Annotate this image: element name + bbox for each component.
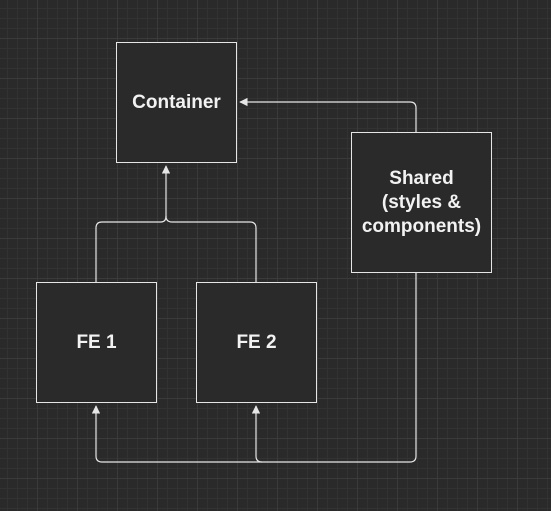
node-shared[interactable]: Shared (styles & components) (351, 132, 492, 273)
edge-fe2-to-container (165, 215, 257, 282)
edge-shared-to-container (239, 97, 417, 132)
edge-shared-to-fe2 (251, 405, 263, 463)
edge-shared-to-fe1 (91, 273, 417, 463)
node-shared-label: Shared (styles & components) (361, 167, 482, 237)
edge-fe1-to-container (95, 165, 171, 282)
node-fe1[interactable]: FE 1 (36, 282, 157, 403)
node-container[interactable]: Container (116, 42, 237, 163)
node-fe2[interactable]: FE 2 (196, 282, 317, 403)
node-fe2-label: FE 2 (236, 331, 277, 353)
node-fe1-label: FE 1 (76, 331, 117, 353)
node-container-label: Container (132, 91, 221, 113)
